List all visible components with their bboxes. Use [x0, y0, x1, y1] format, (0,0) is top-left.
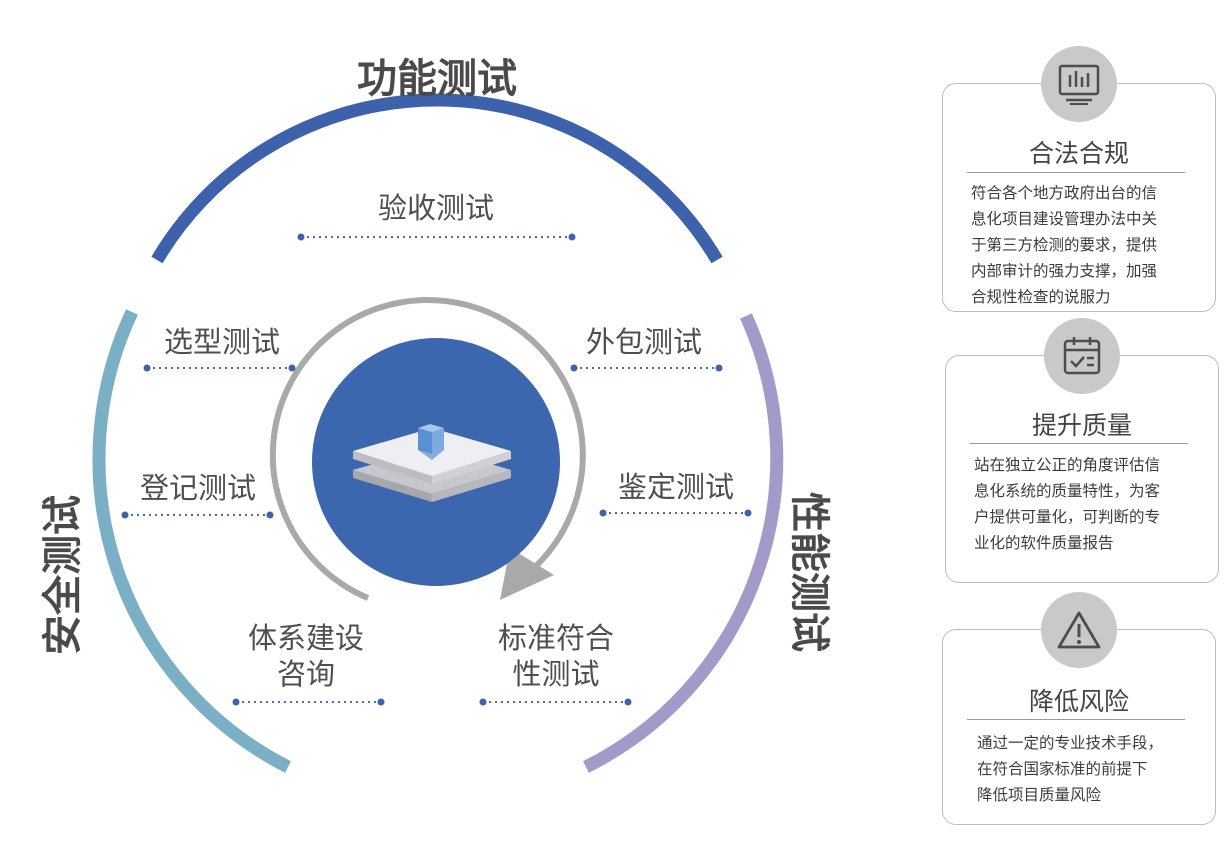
- system-consulting-underline: [232, 698, 385, 706]
- card-description: 通过一定的专业技术手段， 在符合国家标准的前提下 降低项目质量风险: [977, 730, 1163, 808]
- selection-testing-label: 选型测试: [164, 325, 280, 359]
- system-consulting-label-line2: 咨询: [277, 657, 335, 691]
- card-description: 站在独立公正的角度评估信 息化系统的质量特性，为客 户提供可量化，可判断的专 业…: [974, 452, 1160, 556]
- standard-conformance-label-line1: 标准符合: [498, 621, 614, 655]
- acceptance-underline: [297, 233, 576, 241]
- card-text-line: 于第三方检测的要求，提供: [971, 236, 1158, 254]
- registration-testing-label: 登记测试: [140, 471, 256, 505]
- system-consulting-label-line1: 体系建设: [248, 621, 364, 655]
- card-text-line: 在符合国家标准的前提下: [977, 760, 1148, 778]
- card-text-line: 息化系统的质量特性，为客: [974, 482, 1161, 500]
- card-divider: [970, 443, 1188, 444]
- card-divider: [967, 719, 1185, 720]
- acceptance-testing-label: 验收测试: [378, 191, 494, 225]
- security-testing-arc: [92, 309, 291, 773]
- standard-conformance-underline: [479, 698, 632, 706]
- card-text-line: 户提供可量化，可判断的专: [974, 508, 1161, 526]
- security-testing-title: 安全测试: [40, 495, 86, 655]
- card-reduce-risk: 降低风险 通过一定的专业技术手段， 在符合国家标准的前提下 降低项目质量风险: [942, 592, 1216, 825]
- performance-testing-arc: [583, 313, 784, 773]
- card-text-line: 业化的软件质量报告: [974, 534, 1114, 552]
- card-title: 降低风险: [1028, 687, 1129, 716]
- functional-testing-arc: [151, 93, 723, 264]
- functional-testing-title: 功能测试: [357, 56, 517, 102]
- card-divider: [967, 172, 1185, 173]
- monitor-chart-icon: [1041, 46, 1117, 122]
- card-text-line: 站在独立公正的角度评估信: [974, 456, 1161, 474]
- registration-underline: [121, 511, 274, 519]
- outsourcing-underline: [570, 364, 723, 372]
- cycle-arrow-head: [500, 548, 554, 600]
- card-title: 提升质量: [1031, 411, 1132, 440]
- cycle-arrow: [269, 297, 586, 601]
- card-text-line: 符合各个地方政府出台的信: [971, 184, 1158, 202]
- card-description: 符合各个地方政府出台的信 息化项目建设管理办法中关 于第三方检测的要求，提供 内…: [971, 180, 1157, 310]
- card-title: 合法合规: [1028, 139, 1129, 168]
- performance-testing-title: 性能测试: [786, 492, 832, 652]
- outsourcing-testing-label: 外包测试: [586, 325, 702, 359]
- card-text-line: 合规性检查的说服力: [971, 288, 1111, 306]
- card-compliance: 合法合规 符合各个地方政府出台的信 息化项目建设管理办法中关 于第三方检测的要求…: [942, 46, 1216, 312]
- calendar-check-icon: [1044, 318, 1120, 394]
- card-text-line: 息化项目建设管理办法中关: [971, 210, 1158, 228]
- standard-conformance-label-line2: 性测试: [512, 657, 599, 691]
- card-text-line: 内部审计的强力支撑，加强: [971, 262, 1158, 280]
- selection-underline: [143, 364, 296, 372]
- card-text-line: 降低项目质量风险: [977, 786, 1102, 804]
- appraisal-underline: [599, 509, 752, 517]
- layered-platform-icon: [353, 424, 511, 502]
- appraisal-testing-label: 鉴定测试: [618, 470, 734, 504]
- card-text-line: 通过一定的专业技术手段，: [977, 734, 1164, 752]
- warning-triangle-icon: [1041, 592, 1117, 668]
- card-improve-quality: 提升质量 站在独立公正的角度评估信 息化系统的质量特性，为客 户提供可量化，可判…: [945, 318, 1219, 583]
- testing-cycle-diagram: 功能测试 安全测试 性能测试 验收测试 选型测试 外包测试 登记测试 鉴定测试 …: [40, 56, 832, 773]
